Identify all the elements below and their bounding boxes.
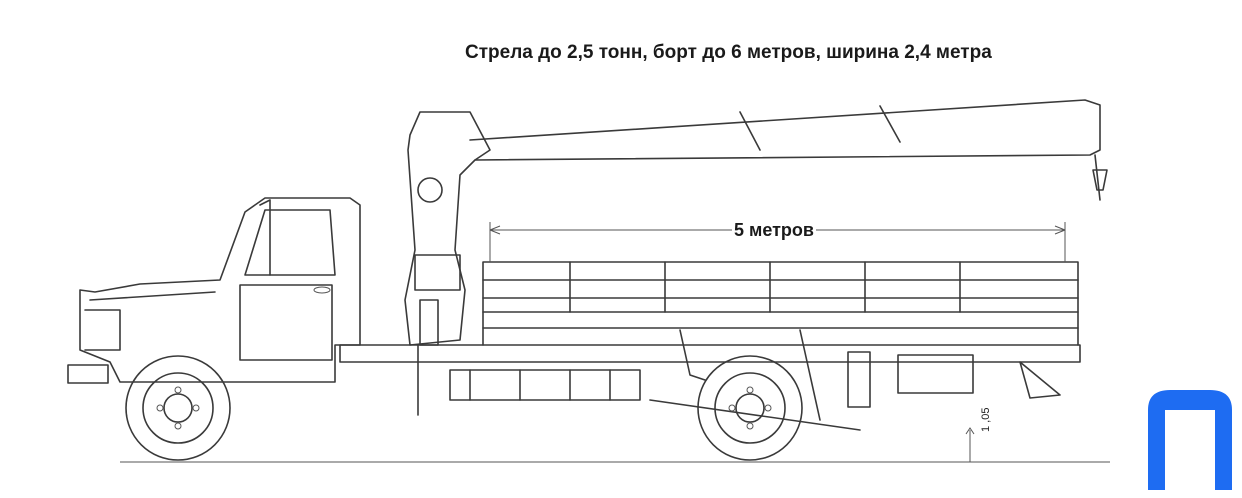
rear-wheel [697, 355, 803, 461]
height-marker [965, 427, 975, 462]
crane [404, 99, 1108, 416]
brand-logo [1148, 390, 1232, 490]
diagram-title: Стрела до 2,5 тонн, борт до 6 метров, ши… [465, 42, 992, 63]
chassis-frame [339, 344, 1081, 431]
cargo-bed [482, 261, 1079, 421]
side-height-label: 1 ,05 [980, 407, 992, 432]
length-label: 5 метров [732, 220, 816, 241]
truck-cab [67, 197, 361, 384]
front-wheel [125, 355, 231, 461]
